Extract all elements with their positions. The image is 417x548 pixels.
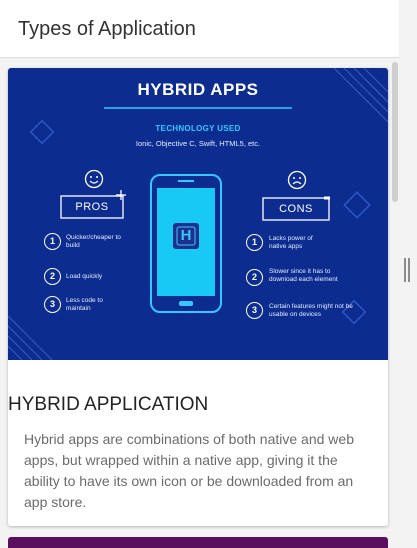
- page-title: Types of Application: [18, 18, 196, 40]
- card-heading: HYBRID APPLICATION: [8, 394, 209, 415]
- pros-item: Load quickly: [66, 273, 103, 280]
- technology-list: Ionic, Objective C, Swift, HTML5, etc.: [135, 139, 261, 148]
- technology-heading: TECHNOLOGY USED: [155, 124, 241, 133]
- infographic-title: HYBRID APPS: [137, 80, 259, 99]
- pros-number: 2: [44, 268, 61, 285]
- sad-face-icon: [287, 170, 307, 190]
- application-type-card: HYBRID APPS TECHNOLOGY USED Ionic, Objec…: [8, 68, 388, 526]
- pros-item: Less code to maintain: [66, 297, 103, 312]
- cons-number: 3: [246, 302, 263, 319]
- app-header: Types of Application: [0, 0, 399, 58]
- card-description: Hybrid apps are combinations of both nat…: [24, 431, 354, 510]
- cons-number: 2: [246, 269, 263, 286]
- hybrid-apps-infographic: HYBRID APPS TECHNOLOGY USED Ionic, Objec…: [8, 68, 388, 360]
- pros-number: 1: [44, 233, 61, 250]
- cons-item: Lacks power of native apps: [269, 235, 313, 250]
- smartphone-icon: [150, 174, 222, 313]
- pros-item: Quicker/cheaper to build: [66, 234, 121, 249]
- cons-label: CONS: [279, 203, 313, 215]
- app-logo-icon: H: [180, 227, 192, 244]
- cons-number: 1: [246, 234, 263, 251]
- cons-item: Certain features might not be usable on …: [269, 303, 353, 318]
- pros-label: PROS: [75, 201, 109, 213]
- scrollbar-thumb[interactable]: [392, 62, 398, 202]
- pros-number: 3: [44, 296, 61, 313]
- resize-handle-icon[interactable]: [404, 258, 410, 282]
- infographic-graphics: [8, 68, 388, 360]
- smiley-icon: [84, 169, 104, 189]
- cons-item: Slower since it has to download each ele…: [269, 268, 338, 283]
- next-card-preview[interactable]: [8, 537, 388, 548]
